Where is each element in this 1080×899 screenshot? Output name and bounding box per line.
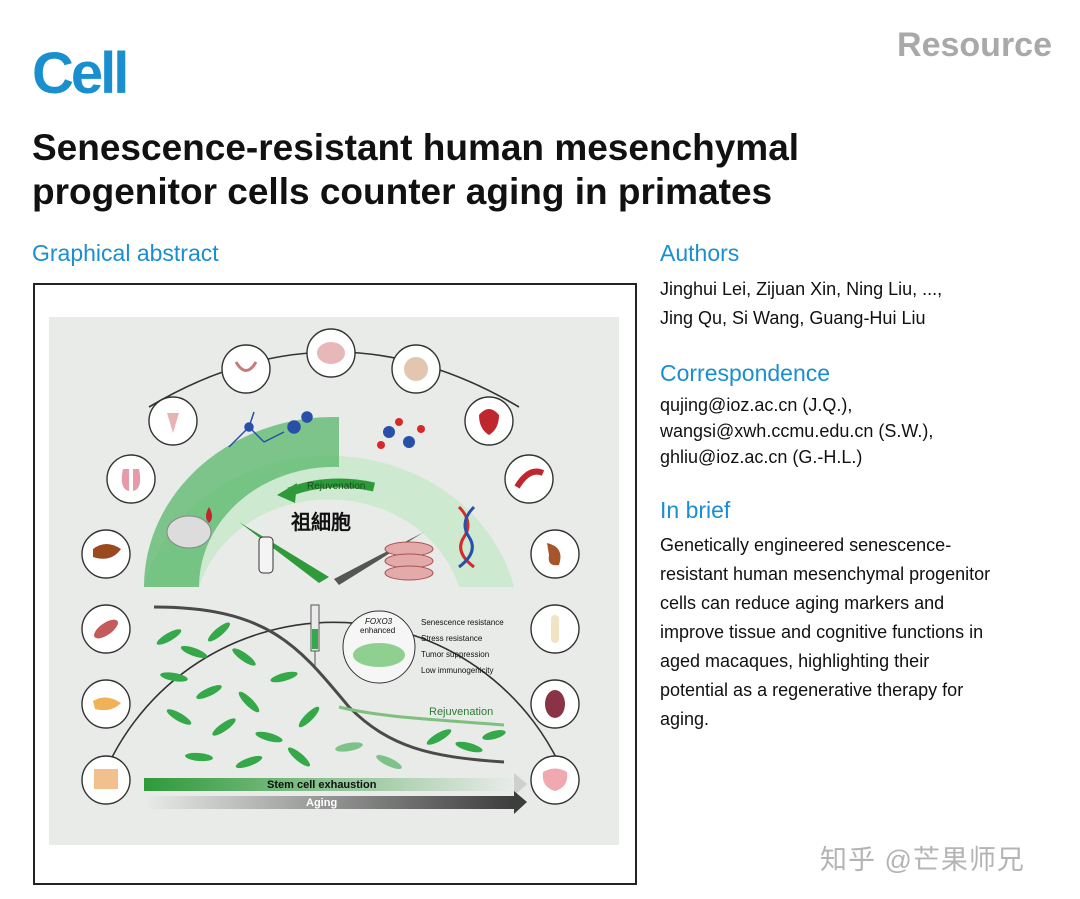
rejuvenation-arrowhead (277, 483, 297, 503)
blood-vessel-icon (504, 454, 554, 504)
organ-glyphs (93, 342, 568, 791)
correspondence-email-3[interactable]: ghliu@ioz.ac.cn (G.-H.L.) (660, 447, 863, 467)
cell-tube-icon (258, 536, 274, 574)
brain-network-illustration (166, 515, 212, 549)
feature-tumor: Tumor suppression (421, 650, 489, 659)
article-type-label: Resource (897, 26, 1052, 64)
foxo3-label: FOXO3 (365, 617, 393, 626)
in-brief-line: aged macaques, highlighting their (660, 651, 930, 671)
authors-line-2: Jing Qu, Si Wang, Guang-Hui Liu (660, 308, 926, 328)
aging-bar (144, 796, 514, 809)
dna-helix-illustration (457, 505, 476, 569)
authors-line-1: Jinghui Lei, Zijuan Xin, Ning Liu, ..., (660, 279, 943, 299)
neuron-illustration (228, 411, 313, 448)
organ-ring-line (98, 621, 570, 788)
rejuvenation-curve (338, 705, 505, 727)
cell-field (156, 622, 506, 769)
in-brief-line: aging. (660, 709, 710, 729)
in-brief-line: Genetically engineered senescence- (660, 535, 952, 555)
stem-cell-exhaustion-bar (144, 778, 514, 791)
aging-arrowhead (514, 791, 527, 814)
culture-dish-stack (384, 541, 434, 581)
feature-stress: Stress resistance (421, 634, 483, 643)
brand-chinese-text: 祖細胞 (290, 510, 351, 534)
graphical-abstract-heading: Graphical abstract (32, 240, 219, 266)
in-brief-line: cells can reduce aging markers and (660, 593, 945, 613)
decline-curve (153, 605, 505, 764)
feature-immunogenicity: Low immunogenicity (421, 666, 493, 675)
aging-label: Aging (306, 797, 337, 809)
in-brief-line: potential as a regenerative therapy for (660, 680, 964, 700)
graphical-abstract-panel: Rejuvenation 祖細胞 (49, 317, 619, 845)
rejuvenation-curve-label: Rejuvenation (429, 706, 493, 718)
foxo3-enhanced-label: enhanced (360, 626, 395, 635)
watermark: 知乎 @芒果师兄 (820, 845, 1025, 875)
lung-icon (106, 454, 156, 504)
rejuvenation-arc-label: Rejuvenation (307, 481, 365, 492)
stem-cell-exhaustion-label: Stem cell exhaustion (267, 779, 377, 791)
rejuvenation-arrow (287, 478, 375, 497)
graphical-abstract-figure: Rejuvenation 祖細胞 (33, 283, 637, 885)
blood-drop-icon (206, 507, 212, 523)
correspondence-email-2[interactable]: wangsi@xwh.ccmu.edu.cn (S.W.), (660, 421, 934, 441)
syringe-illustration (310, 604, 320, 667)
in-brief-line: improve tissue and cognitive functions i… (660, 622, 984, 642)
authors-heading: Authors (660, 240, 740, 266)
stem-cell-arrowhead (514, 773, 527, 796)
in-brief-line: resistant human mesenchymal progenitor (660, 564, 991, 584)
journal-logo: Cell (32, 41, 129, 106)
graphical-abstract-svg: Rejuvenation 祖細胞 (81, 328, 580, 814)
correspondence-email-1[interactable]: qujing@ioz.ac.cn (J.Q.), (660, 395, 853, 415)
correspondence-heading: Correspondence (660, 360, 831, 386)
feature-senescence: Senescence resistance (421, 618, 504, 627)
in-brief-heading: In brief (660, 497, 731, 523)
chromatin-illustration (377, 418, 425, 449)
article-title: Senescence-resistant human mesenchymal p… (32, 127, 800, 212)
foxo3-cell (353, 643, 405, 667)
